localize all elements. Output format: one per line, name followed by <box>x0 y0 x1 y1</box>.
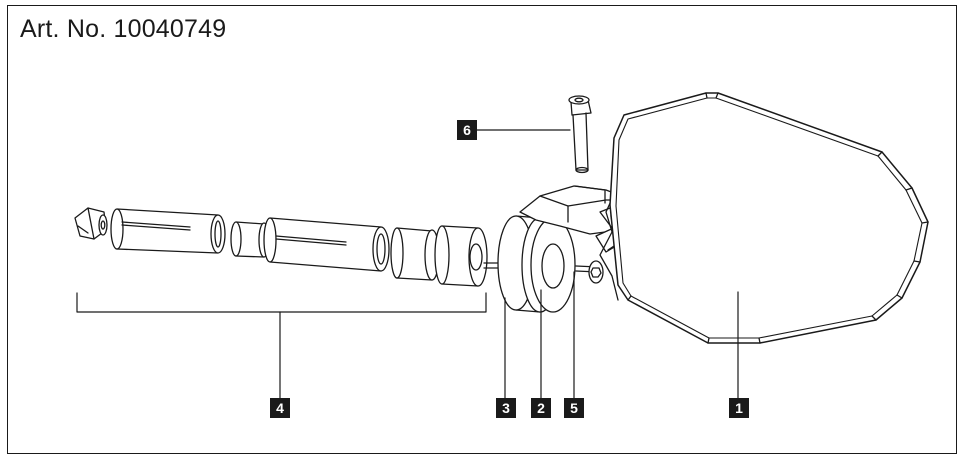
clamp-ring <box>530 217 576 313</box>
callout-pivot-bolt: 5 <box>564 398 584 418</box>
bar-end-set-bracket <box>76 292 487 313</box>
bar-end-spacer-medium <box>390 227 440 281</box>
callout-clamp-screw: 6 <box>457 120 477 140</box>
bar-end-spacer-small <box>230 221 270 258</box>
mirror <box>599 92 929 344</box>
article-number-title: Art. No. 10040749 <box>20 15 227 43</box>
clamp-screw <box>568 95 592 174</box>
bar-end-expander-cone <box>74 207 108 240</box>
callout-bar-end-set: 4 <box>270 398 290 418</box>
callout-spacer: 3 <box>496 398 516 418</box>
callout-mirror: 1 <box>729 398 749 418</box>
bar-end-sleeve-right <box>263 217 390 272</box>
bar-end-spacer-large <box>434 225 488 287</box>
drawing-frame <box>7 5 957 454</box>
callout-clamp-ring: 2 <box>531 398 551 418</box>
leader-lines <box>76 129 739 400</box>
bar-end-sleeve-left <box>110 208 226 254</box>
